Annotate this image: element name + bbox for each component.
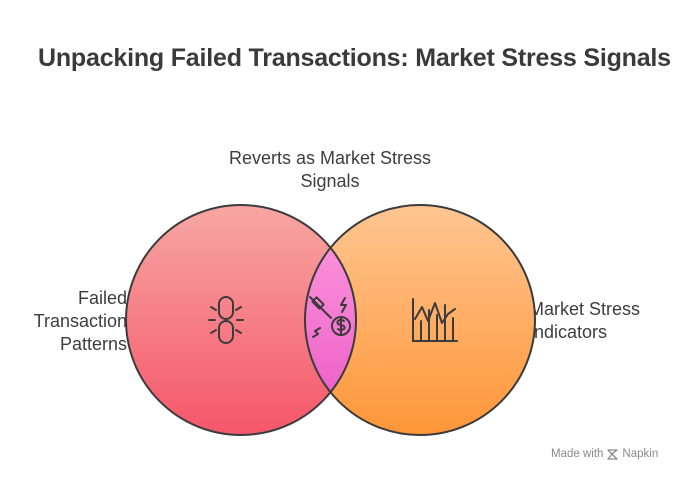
left-set-label-line: Patterns [59,334,127,354]
page-title: Unpacking Failed Transactions: Market St… [38,44,671,72]
right-set-label-line: Indicators [529,322,608,342]
right-set-outline [304,204,536,436]
left-set-label-line: Transaction [33,311,127,331]
dollar-lightning-icon [309,296,351,338]
intersection-label-line: Reverts as Market Stress [228,148,432,168]
right-set-label-line: Market Stress [529,299,641,319]
napkin-logo-icon [607,448,619,460]
right-set-label: Market Stress Indicators [529,298,640,344]
credit-brand: Napkin [622,448,659,460]
credit-prefix: Made with [551,448,604,460]
left-set-outline [125,204,357,436]
bar-chart-zigzag-icon [412,298,458,342]
broken-chain-icon [208,296,244,344]
left-set-label: Failed Transaction Patterns [0,287,127,356]
right-set-circle [305,205,535,435]
left-set-label-line: Failed [77,288,127,308]
intersection-label-line: Signals [300,171,360,191]
intersection-label: Reverts as Market Stress Signals [200,147,460,193]
made-with-credit[interactable]: Made with Napkin [551,448,658,460]
